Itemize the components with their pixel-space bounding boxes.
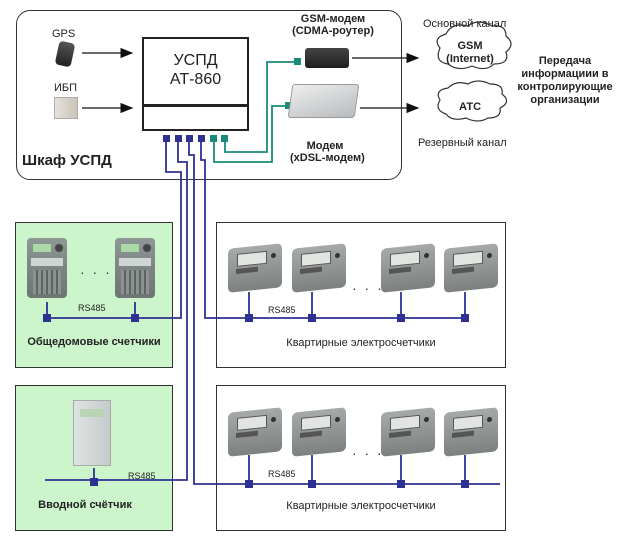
uspd-port-teal-2	[221, 135, 228, 142]
uspd-port-blue-3	[186, 135, 193, 142]
uspd-port-teal-1	[210, 135, 217, 142]
bus-node	[90, 478, 98, 486]
input-meter-title: Вводной счётчик	[38, 499, 132, 511]
rs485-apt-bottom-wire	[188, 140, 500, 485]
apartment-meter-icon	[381, 243, 435, 293]
apartment-meter-icon	[444, 243, 498, 293]
gsm-cloud-label: GSM (Internet)	[440, 40, 500, 66]
common-meters-bus-label: RS485	[78, 303, 106, 313]
apartment-meter-icon	[381, 407, 435, 457]
destination-label: Передача информациии в контролирующие ор…	[510, 55, 620, 107]
input-meter-icon	[73, 400, 111, 466]
common-meter-icon	[115, 238, 155, 298]
gsm-modem-label: GSM-модем (CDMA-роутер)	[288, 13, 378, 37]
destination-line3: контролирующие	[517, 81, 613, 93]
apartment-top-bus-label: RS485	[268, 305, 296, 315]
primary-channel-label: Основной канал	[423, 18, 507, 30]
apartment-meter-icon	[444, 407, 498, 457]
rs485-input-wire	[45, 140, 188, 481]
apartment-top-title: Квартирные электросчетчики	[286, 337, 436, 349]
apartment-meter-icon	[228, 243, 282, 293]
xdsl-modem-label: Модем (xDSL-модем)	[290, 140, 365, 164]
gsm-modem-label-line2: (CDMA-роутер)	[292, 25, 374, 37]
bus-node	[461, 314, 469, 322]
gsm-modem-wire	[224, 61, 297, 153]
bus-node	[308, 480, 316, 488]
apartment-bottom-bus-label: RS485	[268, 469, 296, 479]
apartment-bottom-title: Квартирные электросчетчики	[286, 500, 436, 512]
uspd-port-blue-1	[163, 135, 170, 142]
uspd-port-blue-4	[198, 135, 205, 142]
apartment-bottom-ellipsis: · · ·	[352, 445, 384, 461]
apartment-meters-bottom-panel	[216, 385, 506, 531]
input-meter-display	[80, 409, 104, 417]
destination-line1: Передача	[538, 55, 592, 67]
cabinet-title: Шкаф УСПД	[22, 152, 112, 169]
bus-node	[245, 314, 253, 322]
uspd-name: УСПД	[173, 52, 218, 69]
xdsl-modem-label-line1: Модем	[306, 140, 344, 152]
gps-label: GPS	[52, 28, 76, 40]
bus-node	[245, 480, 253, 488]
ats-cloud	[437, 80, 508, 122]
apartment-meters-top-panel	[216, 222, 506, 368]
uspd-terminal-block	[142, 105, 249, 131]
gsm-cloud-line2: (Internet)	[446, 53, 494, 65]
gsm-modem-label-line1: GSM-модем	[300, 13, 366, 25]
destination-line4: организации	[530, 94, 600, 106]
gsm-modem-icon	[305, 48, 349, 68]
destination-line2: информациии в	[521, 68, 609, 80]
common-meters-ellipsis: · · ·	[80, 264, 112, 280]
xdsl-modem-wire	[213, 105, 287, 163]
uspd-cabinet	[16, 10, 402, 180]
common-meters-title: Общедомовые счетчики	[27, 336, 161, 348]
xdsl-modem-icon	[287, 84, 360, 118]
rs485-apt-top-wire	[200, 140, 466, 319]
input-meter-bus-label: RS485	[128, 471, 156, 481]
bus-node	[461, 480, 469, 488]
bus-node	[397, 314, 405, 322]
bus-node	[308, 314, 316, 322]
uspd-model: АТ-860	[169, 71, 222, 88]
apartment-meter-icon	[292, 243, 346, 293]
bus-node	[131, 314, 139, 322]
ups-icon	[54, 97, 78, 119]
backup-channel-label: Резервный канал	[418, 137, 507, 149]
common-meter-icon	[27, 238, 67, 298]
bus-node	[397, 480, 405, 488]
uspd-controller: УСПД АТ-860	[142, 37, 249, 106]
uspd-port-blue-2	[175, 135, 182, 142]
gsm-cloud-line1: GSM	[457, 40, 483, 52]
gsm-cloud	[436, 21, 512, 70]
bus-node	[43, 314, 51, 322]
apartment-meter-icon	[228, 407, 282, 457]
gsm-port	[294, 58, 301, 65]
ups-label: ИБП	[54, 82, 78, 94]
apartment-top-ellipsis: · · ·	[352, 280, 384, 296]
ats-cloud-label: АТС	[458, 101, 482, 113]
apartment-meter-icon	[292, 407, 346, 457]
xdsl-modem-label-line2: (xDSL-модем)	[290, 152, 365, 164]
